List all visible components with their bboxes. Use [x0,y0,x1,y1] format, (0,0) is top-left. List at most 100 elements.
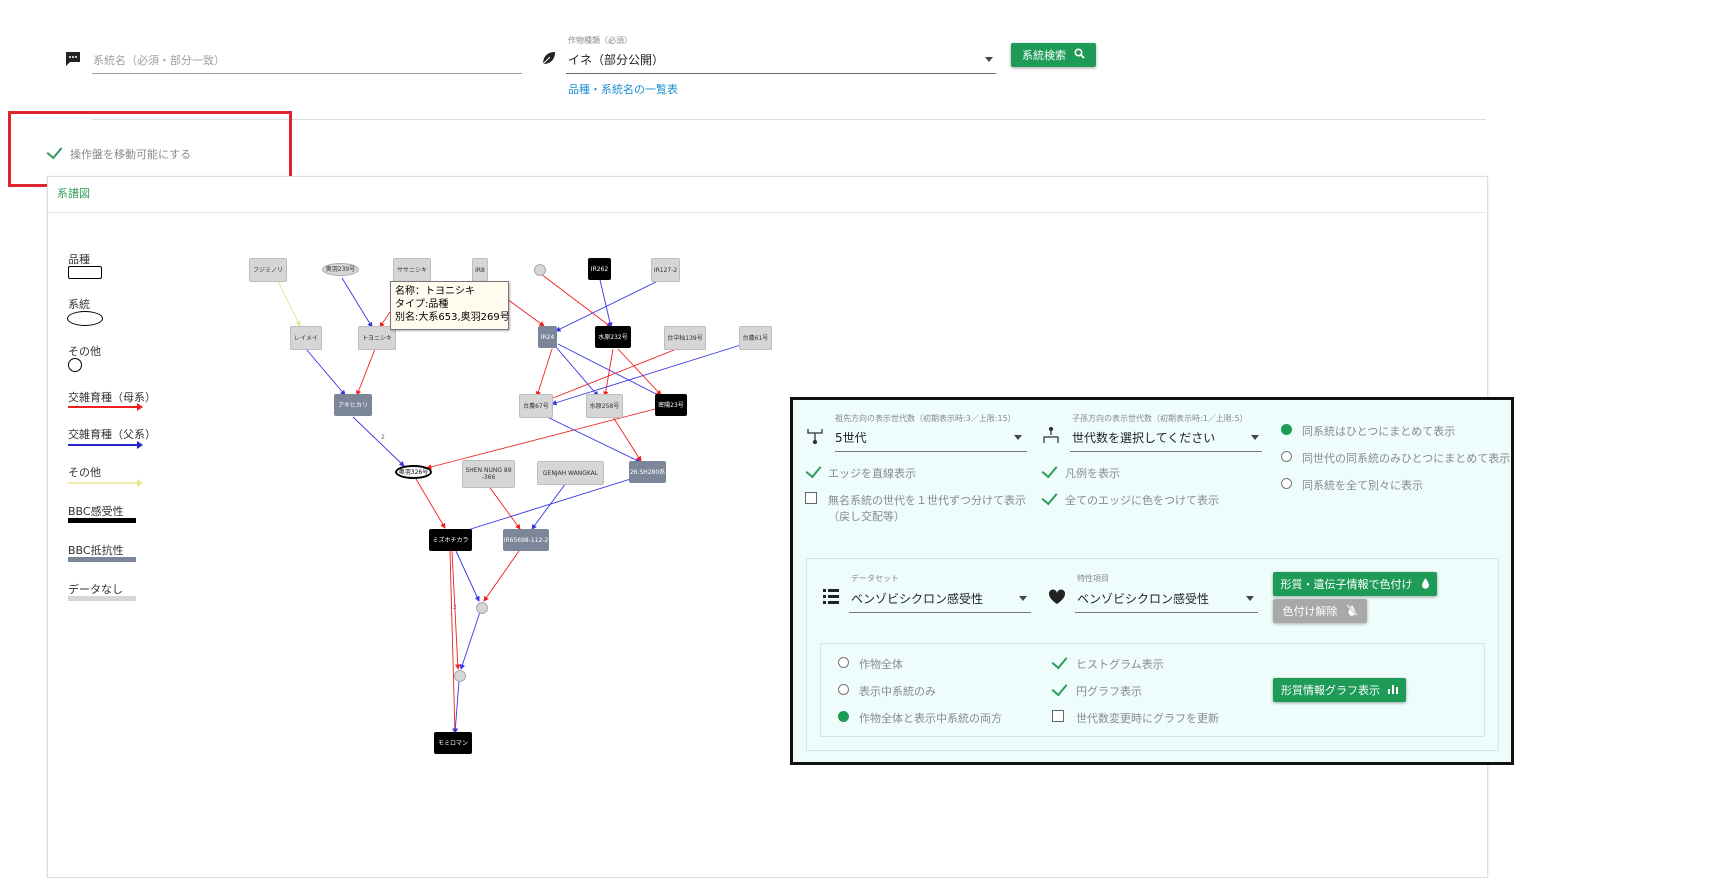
group-radio-2[interactable] [1281,451,1292,462]
unnamed-split-label-2: （戻し交配等） [828,510,905,523]
graph-node[interactable]: IR8 [472,258,488,282]
graph-node[interactable]: レイメイ [290,326,322,350]
tooltip-alias: 別名:大系653,奥羽269号 [395,312,510,323]
descendant-dropdown-caret[interactable] [1251,435,1259,440]
edge-label: 2 [381,434,385,441]
histogram-label[interactable]: ヒストグラム表示 [1076,658,1164,671]
edge [617,348,662,396]
graph-node[interactable]: IR262 [588,258,611,280]
graph-node[interactable]: 26.SH280系 [629,461,666,483]
graph-node-other[interactable] [476,602,488,614]
group-option-2[interactable]: 同世代の同系統のみひとつにまとめて表示 [1302,452,1511,465]
edge [426,408,656,470]
search-button-label: 系統検索 [1022,49,1066,62]
scope-radio-both[interactable] [838,711,849,722]
scope-all-label[interactable]: 作物全体 [859,658,903,671]
edge [455,550,480,602]
legend-variety-shape [68,266,102,279]
scope-shown-label[interactable]: 表示中系統のみ [859,685,936,698]
legend-other-shape [68,358,82,372]
scope-both-label[interactable]: 作物全体と表示中系統の両方 [859,712,1002,725]
edge [603,348,614,397]
graph-node-other[interactable] [534,264,546,276]
edge [276,278,301,327]
dataset-dropdown-caret[interactable] [1019,596,1027,601]
tooltip-name: 名称：トヨニシキ [395,286,475,297]
graph-node[interactable]: IR24 [538,326,557,348]
group-radio-1[interactable] [1281,424,1292,435]
drop-icon [1421,577,1430,592]
trait-subpanel [806,558,1499,751]
comment-icon [64,50,82,72]
unnamed-split-label[interactable]: 無名系統の世代を１世代ずつ分けて表示 [828,494,1026,507]
legend-line-label: 系統 [68,298,90,311]
graph-node[interactable]: 台中秈139号 [664,326,706,350]
graph-node[interactable]: 台農61号 [739,326,772,350]
ancestor-dropdown-caret[interactable] [1014,435,1022,440]
crop-dropdown-caret[interactable] [985,57,993,62]
edge [599,279,613,328]
heart-icon [1048,589,1066,609]
dataset-select[interactable]: ベンゾビシクロン感受性 [851,592,984,606]
edge [547,345,685,401]
divider [92,119,1486,120]
graph-node[interactable]: 奥羽326号 [395,465,432,479]
graph-node[interactable]: 水原258号 [586,394,623,418]
trait-graph-button[interactable]: 形質情報グラフ表示 [1273,678,1406,702]
dataset-label: データセット [851,574,899,583]
movable-toggle-label[interactable]: 操作盤を移動可能にする [70,148,192,161]
edge [352,416,405,467]
lineage-name-underline [92,73,522,74]
color-all-edges-label[interactable]: 全てのエッジに色をつけて表示 [1065,494,1219,507]
bar-chart-icon [1388,684,1398,697]
panel-title-divider [48,212,1485,213]
graph-node-other[interactable] [454,670,466,682]
graph-node[interactable]: ササニシキ [393,258,431,282]
update-on-change-checkbox[interactable] [1052,710,1064,722]
variety-list-link[interactable]: 品種・系統名の一覧表 [568,83,678,96]
legend-other-edge-arrow [68,479,143,487]
scope-radio-shown[interactable] [838,684,849,695]
ancestor-label: 祖先方向の表示世代数（初期表示時:3／上限:15） [835,414,1016,423]
scope-radio-all[interactable] [838,657,849,668]
graph-node[interactable]: アキヒカリ [334,394,372,416]
graph-node[interactable]: モミロマン [434,732,472,754]
graph-node[interactable]: IR65698-112-2 [503,529,549,551]
edge [483,550,520,602]
graph-node[interactable]: 奥羽239号 [322,263,359,276]
search-button[interactable]: 系統検索 [1011,43,1096,67]
descendant-tree-icon [1042,426,1060,449]
group-option-3[interactable]: 同系統を全て別々に表示 [1302,479,1423,492]
node-tooltip: 名称：トヨニシキ タイプ:品種 別名:大系653,奥羽269号 [390,281,510,330]
graph-node[interactable]: 密陽23号 [655,394,687,416]
legend-bbc-sus-label: BBC感受性 [68,505,124,518]
group-radio-3[interactable] [1281,478,1292,489]
graph-options-box [820,643,1485,737]
uncolor-button[interactable]: 色付け解除 [1273,599,1367,623]
ancestor-select[interactable]: 5世代 [835,431,867,445]
descendant-select[interactable]: 世代数を選択してください [1072,431,1216,445]
update-on-change-label[interactable]: 世代数変更時にグラフを更新 [1076,712,1219,725]
pie-label[interactable]: 円グラフ表示 [1076,685,1142,698]
edge [612,416,642,462]
straight-edges-label[interactable]: エッジを直線表示 [828,467,916,480]
graph-node[interactable]: ミズホチカラ [429,529,472,551]
graph-node[interactable]: トヨニシキ [358,326,396,350]
trait-dropdown-caret[interactable] [1246,596,1254,601]
crop-type-select[interactable]: イネ（部分公開） [568,53,665,67]
show-legend-label[interactable]: 凡例を表示 [1065,467,1120,480]
trait-select[interactable]: ベンゾビシクロン感受性 [1077,592,1210,606]
unnamed-split-checkbox[interactable] [805,492,817,504]
graph-node[interactable]: IR127-2 [651,258,680,282]
panel-title: 系譜図 [57,187,90,200]
legend-bbc-res-label: BBC抵抗性 [68,544,124,557]
lineage-name-input[interactable]: 系統名（必須・部分一致） [93,54,225,67]
group-option-1[interactable]: 同系統はひとつにまとめて表示 [1302,425,1456,438]
graph-node[interactable]: 台農67号 [519,394,553,418]
color-by-trait-button[interactable]: 形質・遺伝子情報で色付け [1273,572,1437,596]
graph-node[interactable]: フジミノリ [249,258,287,282]
graph-node[interactable]: GENJAH WANGKAL [537,461,604,485]
legend-other-label: その他 [68,345,101,358]
graph-node[interactable]: 水原232号 [595,326,631,348]
graph-node[interactable]: SHEN NUNG 89 -366 [462,460,515,488]
